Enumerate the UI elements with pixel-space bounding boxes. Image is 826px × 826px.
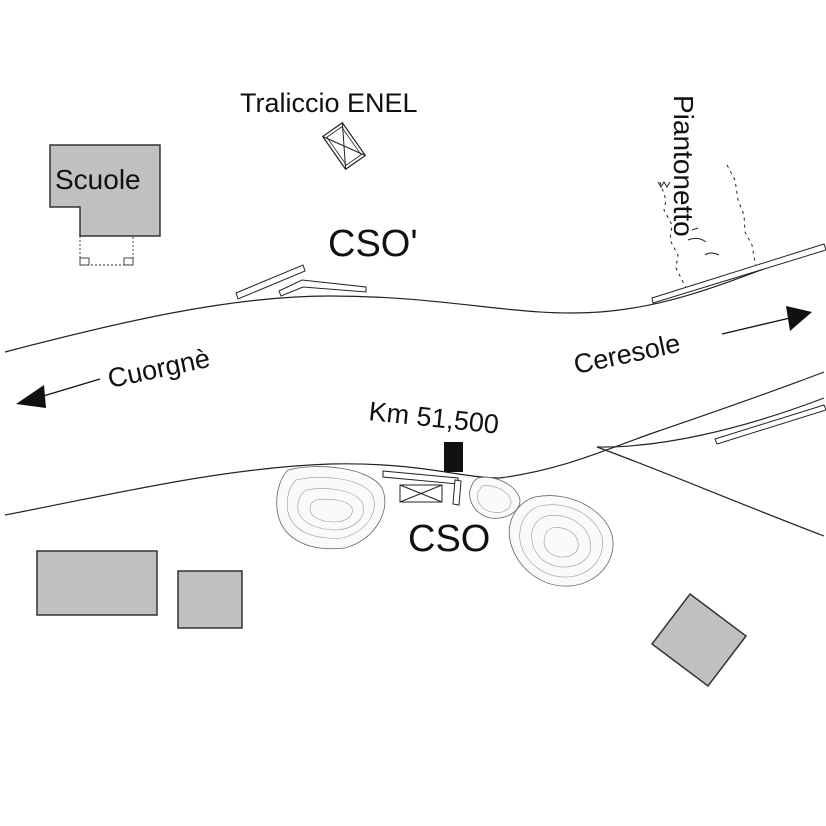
arrow-left-icon	[16, 378, 101, 408]
label-cuorgne: Cuorgnè	[105, 343, 213, 394]
main-road	[4, 243, 826, 537]
label-scuole: Scuole	[55, 164, 141, 195]
arrow-right-icon	[721, 306, 812, 335]
label-traliccio: Traliccio ENEL	[240, 88, 418, 118]
building-lower-left	[36, 550, 158, 616]
rocks	[276, 466, 614, 587]
label-km: Km 51,500	[367, 396, 500, 439]
pylon-icon	[321, 121, 367, 171]
label-cso: CSO	[408, 518, 490, 560]
building-lower-middle	[177, 570, 243, 629]
label-ceresole: Ceresole	[571, 328, 683, 380]
label-piantonetto: Piantonetto	[668, 95, 699, 237]
piantonetto-stream	[657, 164, 757, 289]
km-marker	[444, 442, 463, 472]
cso-shelter	[382, 470, 462, 506]
cso-prime-shelters	[235, 264, 367, 300]
building-scuole	[49, 144, 161, 266]
building-lower-right	[650, 592, 748, 688]
label-cso-prime: CSO'	[328, 223, 418, 265]
